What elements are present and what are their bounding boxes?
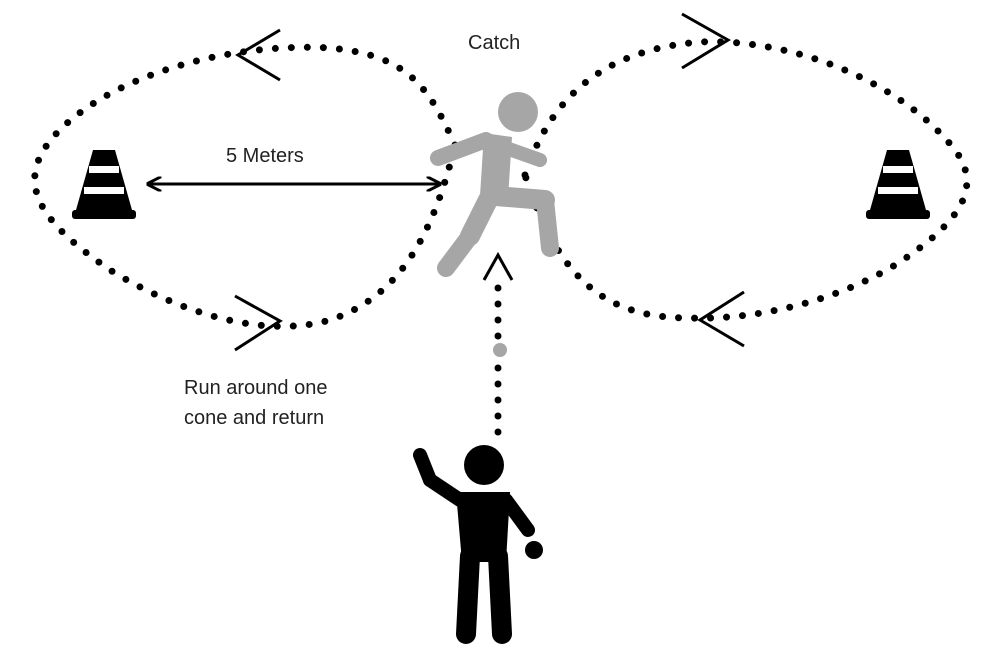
running-person-icon — [430, 92, 559, 277]
traffic-cone-icon — [866, 150, 930, 219]
instruction-line-2: cone and return — [184, 407, 325, 429]
distance-label: 5 Meters — [226, 145, 304, 167]
direction-arrow-icon — [697, 290, 745, 348]
left-loop-path — [31, 43, 459, 330]
instruction-line-1: Run around one — [184, 377, 328, 399]
direction-arrow-icon — [482, 251, 514, 281]
direction-arrow-icon — [234, 294, 283, 352]
ball-icon — [493, 343, 507, 357]
direction-arrow-icon — [681, 12, 731, 70]
traffic-cone-icon — [72, 150, 136, 219]
catch-label: Catch — [468, 32, 521, 54]
instruction-label: Run around one cone and return — [184, 373, 404, 433]
direction-arrow-icon — [235, 28, 281, 82]
thrower-person-icon — [413, 445, 535, 644]
ball-icon — [525, 541, 543, 559]
right-loop-path — [521, 38, 971, 322]
